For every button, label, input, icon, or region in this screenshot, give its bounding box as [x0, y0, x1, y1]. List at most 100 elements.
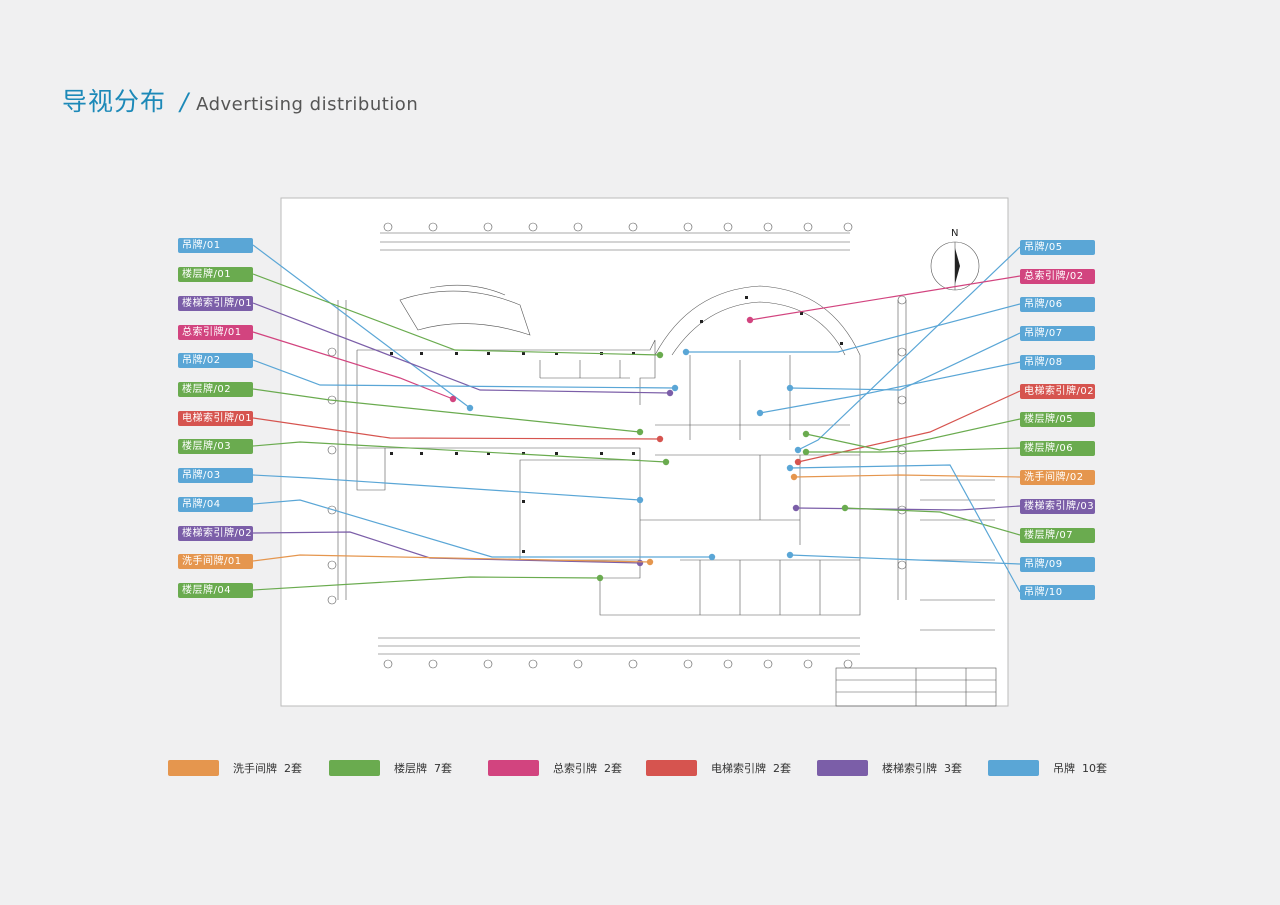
left-sign-tag-9[interactable]: 吊牌/03: [178, 468, 253, 483]
right-leader-line-12: [789, 554, 1021, 565]
structural-columns: [390, 296, 843, 553]
right-leader-line-8: [806, 447, 1021, 453]
right-leader-line-11: [844, 507, 1021, 536]
right-sign-marker-13: [786, 464, 794, 472]
right-sign-tag-2[interactable]: 总索引牌/02: [1020, 269, 1095, 284]
title-separator: /: [180, 88, 189, 116]
right-sign-marker-3: [682, 348, 690, 356]
left-sign-marker-11: [636, 559, 644, 567]
legend-item-hang: 吊牌 10套: [988, 760, 1107, 776]
leader-lines: [252, 244, 1021, 593]
left-sign-tag-5[interactable]: 吊牌/02: [178, 353, 253, 368]
north-arrow-icon: [955, 248, 960, 284]
right-sign-marker-10: [792, 504, 800, 512]
legend-item-washroom: 洗手间牌 2套: [168, 760, 302, 776]
legend-swatch: [329, 760, 380, 776]
right-leader-line-13: [789, 464, 1021, 593]
right-sign-marker-6: [794, 458, 802, 466]
left-leader-line-8: [252, 441, 667, 463]
right-sign-marker-8: [802, 448, 810, 456]
north-label: N: [951, 228, 958, 239]
right-leader-line-4: [789, 332, 1021, 391]
left-leader-line-10: [252, 499, 712, 558]
legend-item-elevator: 电梯索引牌 2套: [646, 760, 791, 776]
left-sign-tag-13[interactable]: 楼层牌/04: [178, 583, 253, 598]
legend-label: 吊牌 10套: [1053, 762, 1107, 775]
left-leader-line-11: [252, 531, 641, 564]
legend-label: 总索引牌 2套: [553, 762, 622, 775]
left-sign-tag-7[interactable]: 电梯索引牌/01: [178, 411, 253, 426]
left-sign-tag-12[interactable]: 洗手间牌/01: [178, 554, 253, 569]
legend-label: 楼层牌 7套: [394, 762, 452, 775]
left-sign-marker-13: [596, 574, 604, 582]
right-leader-line-7: [805, 418, 1021, 451]
right-leader-line-3: [686, 303, 1021, 353]
legend-label: 电梯索引牌 2套: [711, 762, 791, 775]
right-leader-line-2: [749, 275, 1021, 321]
right-sign-marker-9: [790, 473, 798, 481]
left-leader-line-12: [252, 554, 651, 563]
left-leader-line-3: [252, 302, 671, 394]
right-sign-tag-13[interactable]: 吊牌/10: [1020, 585, 1095, 600]
left-leader-line-13: [252, 576, 601, 591]
right-sign-marker-11: [841, 504, 849, 512]
legend-swatch: [168, 760, 219, 776]
right-sign-tag-9[interactable]: 洗手间牌/02: [1020, 470, 1095, 485]
left-sign-tag-6[interactable]: 楼层牌/02: [178, 382, 253, 397]
page-header: 导视分布 / Advertising distribution: [62, 82, 418, 118]
left-leader-line-1: [252, 244, 471, 409]
left-sign-tag-1[interactable]: 吊牌/01: [178, 238, 253, 253]
left-sign-marker-3: [666, 389, 674, 397]
right-sign-tag-7[interactable]: 楼层牌/05: [1020, 412, 1095, 427]
right-sign-tag-11[interactable]: 楼层牌/07: [1020, 528, 1095, 543]
legend-label: 洗手间牌 2套: [233, 762, 302, 775]
right-sign-marker-2: [746, 316, 754, 324]
right-sign-tag-4[interactable]: 吊牌/07: [1020, 326, 1095, 341]
left-leader-line-4: [252, 331, 454, 400]
legend-swatch: [646, 760, 697, 776]
left-leader-line-6: [252, 388, 641, 433]
right-sign-marker-4: [786, 384, 794, 392]
legend-swatch: [988, 760, 1039, 776]
left-sign-tag-3[interactable]: 楼梯索引牌/01: [178, 296, 253, 311]
right-sign-marker-7: [802, 430, 810, 438]
right-sign-tag-1[interactable]: 吊牌/05: [1020, 240, 1095, 255]
left-sign-marker-12: [646, 558, 654, 566]
legend-item-general: 总索引牌 2套: [488, 760, 622, 776]
legend: 洗手间牌 2套 楼层牌 7套 总索引牌 2套 电梯索引牌 2套 楼梯索引牌 3套 吊牌 1…: [0, 760, 1280, 780]
page-title: 导视分布: [62, 87, 167, 116]
legend-item-stair: 楼梯索引牌 3套: [817, 760, 962, 776]
left-sign-marker-8: [662, 458, 670, 466]
right-sign-marker-5: [756, 409, 764, 417]
left-sign-tag-2[interactable]: 楼层牌/01: [178, 267, 253, 282]
right-sign-tag-5[interactable]: 吊牌/08: [1020, 355, 1095, 370]
left-sign-tag-11[interactable]: 楼梯索引牌/02: [178, 526, 253, 541]
right-leader-line-1: [797, 246, 1021, 451]
legend-label: 楼梯索引牌 3套: [882, 762, 962, 775]
right-sign-tag-8[interactable]: 楼层牌/06: [1020, 441, 1095, 456]
left-sign-marker-9: [636, 496, 644, 504]
page-subtitle: Advertising distribution: [196, 94, 419, 115]
legend-swatch: [817, 760, 868, 776]
right-leader-line-9: [793, 474, 1021, 478]
left-sign-marker-1: [466, 404, 474, 412]
left-sign-tag-4[interactable]: 总索引牌/01: [178, 325, 253, 340]
right-sign-marker-1: [794, 446, 802, 454]
left-leader-line-5: [252, 359, 676, 389]
left-sign-marker-7: [656, 435, 664, 443]
right-sign-tag-3[interactable]: 吊牌/06: [1020, 297, 1095, 312]
right-sign-tag-12[interactable]: 吊牌/09: [1020, 557, 1095, 572]
left-sign-tag-10[interactable]: 吊牌/04: [178, 497, 253, 512]
left-sign-tag-8[interactable]: 楼层牌/03: [178, 439, 253, 454]
right-leader-line-5: [759, 361, 1021, 414]
right-sign-tag-10[interactable]: 楼梯索引牌/03: [1020, 499, 1095, 514]
left-leader-line-7: [252, 417, 661, 440]
left-sign-marker-6: [636, 428, 644, 436]
right-sign-tag-6[interactable]: 电梯索引牌/02: [1020, 384, 1095, 399]
left-sign-marker-2: [656, 351, 664, 359]
left-leader-line-2: [252, 273, 661, 356]
left-leader-line-9: [252, 474, 641, 501]
legend-item-floor: 楼层牌 7套: [329, 760, 452, 776]
legend-swatch: [488, 760, 539, 776]
